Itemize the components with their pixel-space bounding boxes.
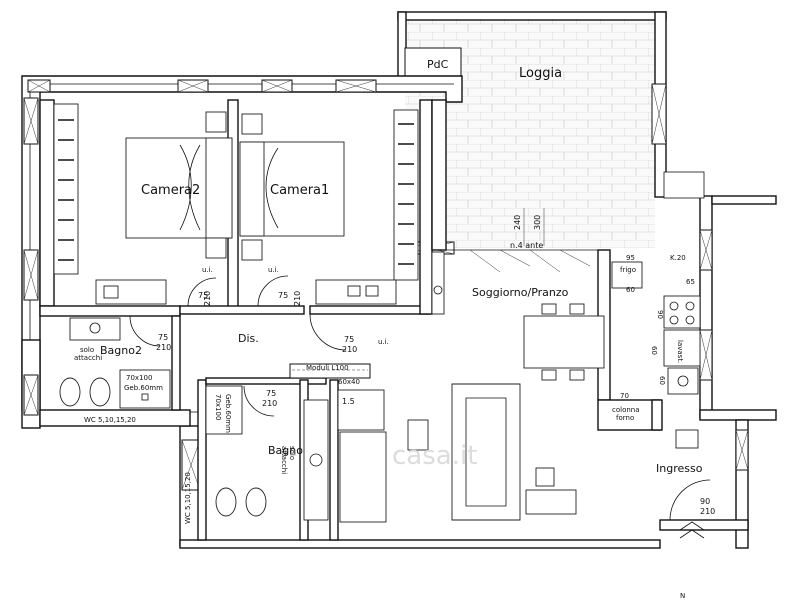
watermark: casa.it — [392, 441, 477, 471]
bagno1-room: 70x100 Geb.60mm Bagno1 solo attacchi 75 … — [184, 385, 329, 524]
soggiorno-room: Soggiorno/Pranzo — [407, 251, 605, 521]
dis-label: Dis. — [238, 332, 259, 345]
b2-doccia-1: 70x100 — [126, 374, 152, 382]
bagno2-room: Bagno2 solo attacchi 70x100 Geb.60mm 75 … — [59, 315, 171, 424]
dim-75-cam1: 75 — [278, 291, 288, 300]
colonna-label-2: forno — [616, 414, 634, 422]
moduli-dim: 60x40 — [338, 378, 360, 386]
dim-95: 95 — [626, 254, 635, 262]
dim-210-dis: 210 — [342, 345, 357, 354]
dim-75-b2: 75 — [158, 333, 168, 342]
dim-300: 300 — [533, 215, 542, 230]
dim-210-b2: 210 — [156, 343, 171, 352]
dim-210-cam2: 210 — [203, 291, 212, 306]
ui-label-dis: u.i. — [378, 338, 389, 346]
dim-210-cam1: 210 — [293, 291, 302, 306]
pdc-label: PdC — [427, 58, 449, 71]
camera2-label: Camera2 — [141, 183, 200, 198]
kitchen-area: frigo 60 95 K.20 65 lavast. 90 60 60 70 … — [611, 254, 701, 422]
dim-65: 65 — [686, 278, 695, 286]
ingresso-label: Ingresso — [656, 462, 703, 475]
k20-label: K.20 — [670, 254, 686, 262]
dim-70: 70 — [620, 392, 629, 400]
dim-90: 90 — [656, 310, 664, 319]
b1-solo-1: solo — [288, 446, 296, 460]
wc-b1-label: WC 5,10,15,20 — [184, 472, 192, 524]
ui-label-cam1: u.i. — [268, 266, 279, 274]
ui-label-cam2: u.i. — [202, 266, 213, 274]
b2-solo-2: attacchi — [74, 354, 102, 362]
b1-solo-2: attacchi — [280, 446, 288, 474]
bagno1-label: Bagno1 — [268, 444, 310, 457]
dim-75-dis: 75 — [344, 335, 354, 344]
camera1-room: Camera1 u.i. 210 75 — [239, 109, 419, 307]
exterior-walls — [21, 75, 777, 549]
b1-doccia-2: Geb.60mm — [224, 394, 232, 433]
dim-90-ing: 90 — [700, 497, 710, 506]
dim-15: 1.5 — [342, 397, 355, 406]
camera1-label: Camera1 — [270, 183, 329, 198]
north-label: N — [680, 592, 685, 600]
dim-60a: 60 — [626, 286, 635, 294]
b2-doccia-2: Geb.60mm — [124, 384, 163, 392]
b1-doccia-1: 70x100 — [214, 394, 222, 420]
dim-75-b1: 75 — [266, 389, 276, 398]
b2-solo-1: solo — [80, 346, 94, 354]
soggiorno-label: Soggiorno/Pranzo — [472, 286, 569, 299]
loggia-label: Loggia — [519, 66, 562, 81]
dim-210-ing: 210 — [700, 507, 715, 516]
wc-b2-label: WC 5,10,15,20 — [84, 416, 136, 424]
interior-walls — [39, 99, 663, 541]
lavast-label: lavast. — [676, 340, 684, 363]
dim-75-cam2: 75 — [198, 291, 208, 300]
ingresso-room: Ingresso 90 210 — [656, 429, 715, 539]
n4ante-label: n.4 ante — [510, 241, 543, 250]
camera2-room: Camera2 u.i. 210 75 — [53, 103, 233, 307]
dim-240: 240 — [513, 215, 522, 230]
dim-210-b1: 210 — [262, 399, 277, 408]
dim-60b: 60 — [650, 346, 658, 355]
dim-60c: 60 — [658, 376, 666, 385]
colonna-label-1: colonna — [612, 406, 640, 414]
frigo-label: frigo — [620, 266, 636, 274]
moduli-label: Moduli L100 — [306, 364, 349, 372]
bagno2-label: Bagno2 — [100, 344, 142, 357]
